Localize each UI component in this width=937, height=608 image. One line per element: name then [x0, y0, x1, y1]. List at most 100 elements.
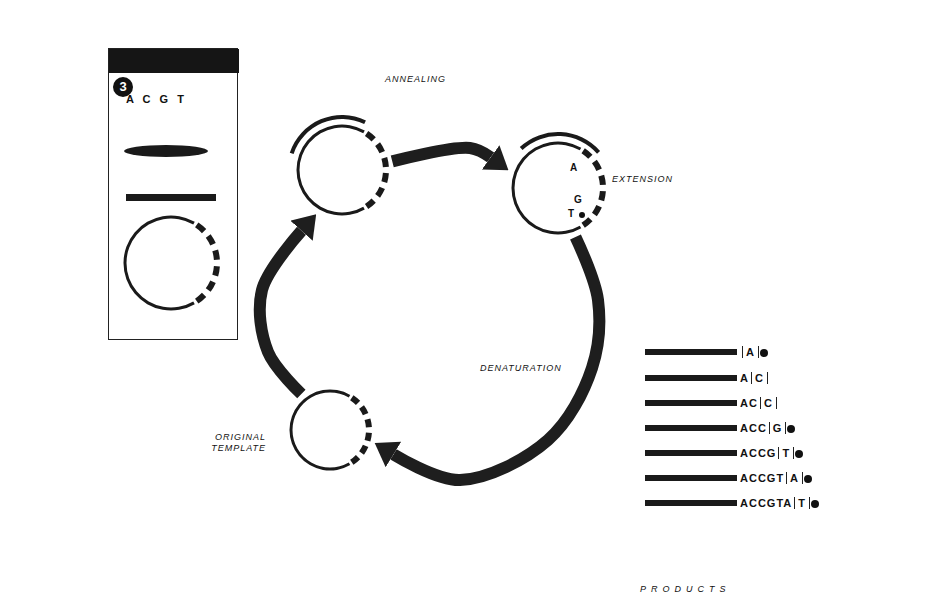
terminal-base: C — [760, 397, 777, 409]
insert-segment — [365, 418, 372, 427]
terminator-dot — [579, 212, 585, 218]
product-strand — [645, 349, 737, 355]
template-plasmid: ORIGINAL TEMPLATE — [288, 388, 372, 472]
terminator-dot — [811, 500, 819, 508]
product-sequence: ACCGTA — [740, 497, 792, 509]
product-sequence: ACCGT — [740, 472, 784, 484]
product-row: AC — [740, 371, 768, 385]
insert-segment — [592, 205, 602, 216]
product-strand — [645, 450, 737, 456]
insert-segment — [598, 175, 606, 185]
terminator-dot — [760, 349, 768, 357]
insert-segment — [581, 217, 592, 228]
stage-label-slot: ANNEALING — [385, 74, 446, 85]
stage-label: EXTENSION — [612, 174, 673, 185]
edge-label-patch: DENATURATION — [478, 362, 564, 375]
product-sequence: AC — [740, 397, 758, 409]
template-strand — [123, 216, 194, 311]
primer-strand — [290, 115, 366, 154]
template-strand — [511, 142, 581, 235]
insert-segment — [592, 160, 602, 171]
insert-segment — [375, 142, 385, 153]
stage-label-slot: EXTENSION — [612, 174, 673, 185]
insert-segment — [381, 173, 388, 183]
plasmid-outline — [288, 388, 372, 472]
base-letter: G — [574, 194, 582, 206]
terminator-dot — [804, 475, 812, 483]
stage-label-slot: ORIGINAL TEMPLATE — [194, 432, 266, 454]
terminal-base: G — [769, 422, 787, 434]
product-strands — [645, 349, 737, 506]
insert-segment — [350, 455, 360, 465]
terminal-base: T — [794, 497, 810, 509]
template-strand — [296, 125, 364, 216]
base-letter: A — [570, 162, 577, 174]
header-band — [109, 49, 239, 73]
terminal-base: A — [786, 472, 803, 484]
base-letter-slot: A — [570, 162, 577, 174]
insert-segment — [365, 131, 376, 141]
insert-segment — [195, 222, 206, 233]
insert-segment — [206, 234, 216, 245]
terminator-dot — [795, 450, 803, 458]
plasmid-outline — [295, 123, 389, 217]
product-sequence: A — [740, 372, 749, 384]
base-letter-slot: T — [568, 208, 574, 220]
reagent-box: 3A C G T — [108, 48, 238, 340]
primer-strand — [520, 132, 600, 154]
terminator-dot — [787, 425, 795, 433]
insert-segment — [375, 187, 385, 198]
insert-segment — [359, 405, 368, 415]
insert-segment — [212, 249, 220, 260]
nucleotide-letters-slot: A C G T — [126, 93, 187, 106]
insert-segment — [365, 198, 376, 208]
product-row: ACCGTAT — [740, 496, 819, 510]
product-strand — [645, 475, 737, 481]
stage-label: ORIGINAL TEMPLATE — [194, 432, 266, 454]
plasmid-ring — [511, 132, 605, 235]
product-row: ACCGT — [740, 446, 803, 460]
product-row: ACCGTA — [740, 471, 812, 485]
cycle-arrow — [260, 231, 302, 394]
template-strand — [289, 390, 350, 471]
nucleotide-letters: A C G T — [126, 93, 187, 106]
product-sequence: ACCG — [740, 447, 776, 459]
product-row: ACC — [740, 396, 777, 410]
insert-segment — [206, 280, 216, 291]
insert-segment — [359, 445, 368, 455]
plasmid-ring — [289, 390, 371, 471]
stage-label: DENATURATION — [480, 363, 562, 374]
product-strand — [645, 500, 737, 506]
cycle-arrow — [393, 237, 599, 480]
insert-segment — [381, 157, 388, 167]
plasmid-outline — [510, 140, 606, 236]
product-strand — [645, 375, 737, 381]
product-row: A — [740, 345, 768, 359]
terminal-base: T — [778, 447, 794, 459]
products-caption: PRODUCTS — [640, 584, 731, 594]
product-strand — [645, 400, 737, 406]
terminal-base: C — [751, 372, 768, 384]
stage-label: ANNEALING — [385, 74, 446, 85]
base-letter: T — [568, 208, 574, 220]
extension-plasmid: EXTENSIONAGT — [510, 140, 606, 236]
terminal-base: A — [742, 346, 759, 358]
product-strand — [645, 425, 737, 431]
insert-segment — [212, 266, 220, 277]
plasmid-ring — [123, 216, 219, 311]
primer-symbol — [126, 194, 216, 201]
plasmid-ring — [290, 115, 389, 216]
insert-segment — [350, 395, 360, 405]
polymerase-symbol — [124, 145, 208, 157]
product-row: ACCG — [740, 421, 795, 435]
insert-segment — [598, 191, 606, 201]
cycle-arrow — [392, 148, 490, 162]
base-letter-slot: G — [574, 194, 582, 206]
insert-segment — [195, 293, 206, 304]
insert-segment — [581, 148, 592, 159]
